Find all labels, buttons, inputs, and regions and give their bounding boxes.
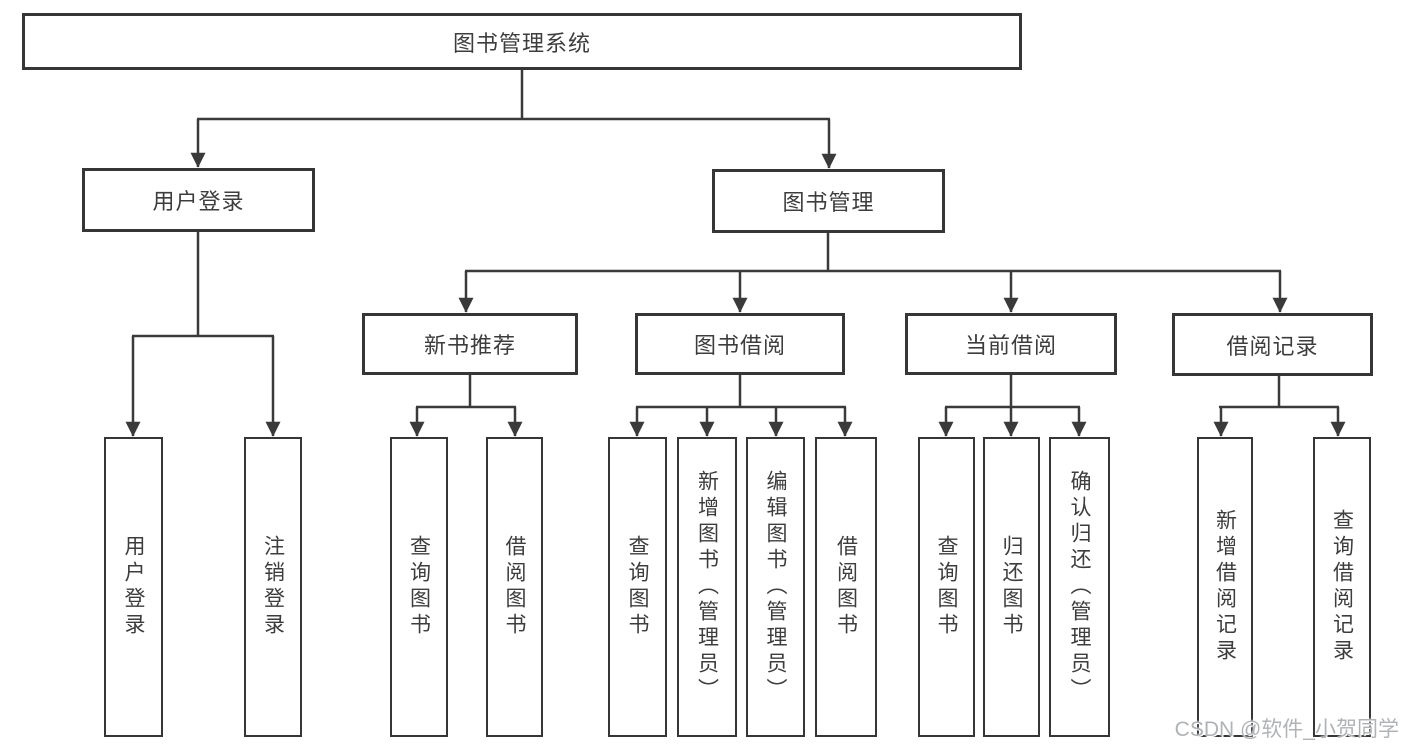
leaf-query-books-borrow: 查询图书 [608, 437, 667, 737]
node-root: 图书管理系统 [22, 13, 1022, 70]
leaf-return-book: 归还图书 [983, 437, 1040, 737]
leaf-logout: 注销登录 [244, 437, 302, 737]
node-root-label: 图书管理系统 [452, 30, 591, 56]
leaf-query-books-current: 查询图书 [918, 437, 975, 737]
leaf-edit-book-admin: 编辑图书（管理员） [746, 437, 805, 737]
node-new-book-recommend-label: 新书推荐 [423, 333, 516, 358]
node-book-borrowing-label: 图书借阅 [693, 333, 786, 358]
node-user-login-branch: 用户登录 [82, 168, 315, 232]
node-current-borrowing-label: 当前借阅 [964, 333, 1057, 358]
leaf-confirm-return-admin: 确认归还（管理员） [1049, 437, 1110, 737]
node-book-management-label: 图书管理 [782, 190, 875, 215]
leaf-add-borrow-record: 新增借阅记录 [1197, 437, 1253, 737]
csdn-watermark: CSDN @软件_小贺同学 [1174, 718, 1399, 741]
node-book-borrowing: 图书借阅 [635, 313, 845, 375]
leaf-query-borrow-record: 查询借阅记录 [1313, 437, 1371, 737]
node-user-login-branch-label: 用户登录 [152, 189, 245, 214]
node-borrowing-records: 借阅记录 [1172, 313, 1373, 376]
node-new-book-recommend: 新书推荐 [362, 313, 578, 375]
leaf-query-books-recommend: 查询图书 [390, 437, 448, 737]
leaf-borrow-books: 借阅图书 [815, 437, 877, 737]
leaf-user-login: 用户登录 [104, 437, 163, 737]
leaf-borrow-books-recommend: 借阅图书 [486, 437, 543, 737]
node-borrowing-records-label: 借阅记录 [1226, 333, 1319, 359]
node-current-borrowing: 当前借阅 [905, 313, 1117, 375]
leaf-add-book-admin: 新增图书（管理员） [677, 437, 737, 737]
node-book-management: 图书管理 [712, 169, 945, 233]
